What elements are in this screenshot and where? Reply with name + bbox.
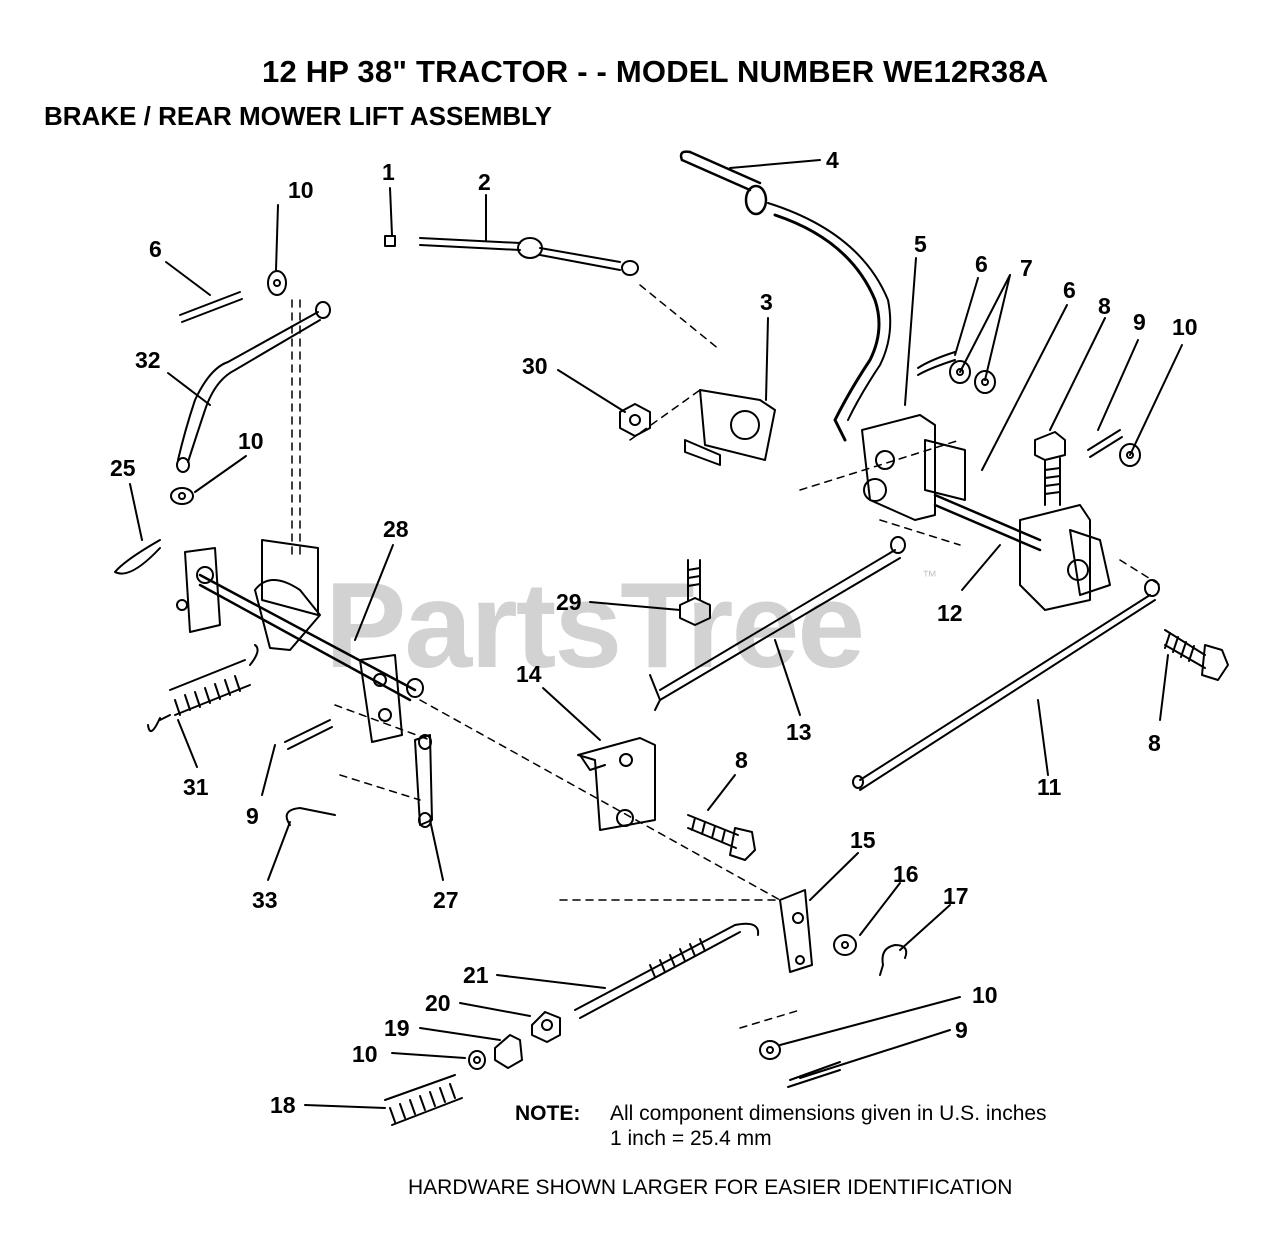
callout-14: 14 xyxy=(516,661,542,687)
callout-3: 3 xyxy=(760,289,773,315)
callout-6: 6 xyxy=(1063,277,1076,303)
callout-33: 33 xyxy=(252,887,278,913)
assembly-subtitle: BRAKE / REAR MOWER LIFT ASSEMBLY xyxy=(44,101,552,131)
callout-30: 30 xyxy=(522,353,548,379)
note-line-1: All component dimensions given in U.S. i… xyxy=(610,1102,1047,1125)
callout-1: 1 xyxy=(382,159,395,185)
callout-4: 4 xyxy=(826,147,839,173)
callout-29: 29 xyxy=(556,589,582,615)
callout-6: 6 xyxy=(149,236,162,262)
callout-10: 10 xyxy=(972,982,998,1008)
callout-27: 27 xyxy=(433,887,459,913)
callout-8: 8 xyxy=(735,747,748,773)
callout-5: 5 xyxy=(914,231,927,257)
callout-19: 19 xyxy=(384,1015,410,1041)
callout-17: 17 xyxy=(943,883,969,909)
callout-16: 16 xyxy=(893,861,919,887)
callout-9: 9 xyxy=(1133,309,1146,335)
watermark: PartsTree xyxy=(325,557,865,693)
note-line-2: 1 inch = 25.4 mm xyxy=(610,1127,772,1150)
note-label: NOTE: xyxy=(515,1102,581,1125)
callout-10: 10 xyxy=(352,1041,378,1067)
callout-18: 18 xyxy=(270,1092,296,1118)
callout-9: 9 xyxy=(246,803,259,829)
callout-21: 21 xyxy=(463,962,489,988)
callout-10: 10 xyxy=(1172,314,1198,340)
callout-7: 7 xyxy=(1020,255,1033,281)
callout-13: 13 xyxy=(786,719,812,745)
callout-25: 25 xyxy=(110,455,136,481)
callout-15: 15 xyxy=(850,827,876,853)
callout-2: 2 xyxy=(478,169,491,195)
callout-11: 11 xyxy=(1037,774,1062,800)
callout-10: 10 xyxy=(288,177,314,203)
callout-8: 8 xyxy=(1148,730,1161,756)
callout-8: 8 xyxy=(1098,293,1111,319)
callout-9: 9 xyxy=(955,1017,968,1043)
footer-note: HARDWARE SHOWN LARGER FOR EASIER IDENTIF… xyxy=(408,1176,1013,1199)
callout-31: 31 xyxy=(183,774,209,800)
callout-10: 10 xyxy=(238,428,264,454)
watermark-trademark: ™ xyxy=(922,568,937,585)
callout-28: 28 xyxy=(383,516,409,542)
callout-12: 12 xyxy=(937,600,963,626)
callout-6: 6 xyxy=(975,251,988,277)
page-title: 12 HP 38" TRACTOR - - MODEL NUMBER WE12R… xyxy=(262,54,1049,89)
callout-32: 32 xyxy=(135,347,161,373)
callout-20: 20 xyxy=(425,990,451,1016)
